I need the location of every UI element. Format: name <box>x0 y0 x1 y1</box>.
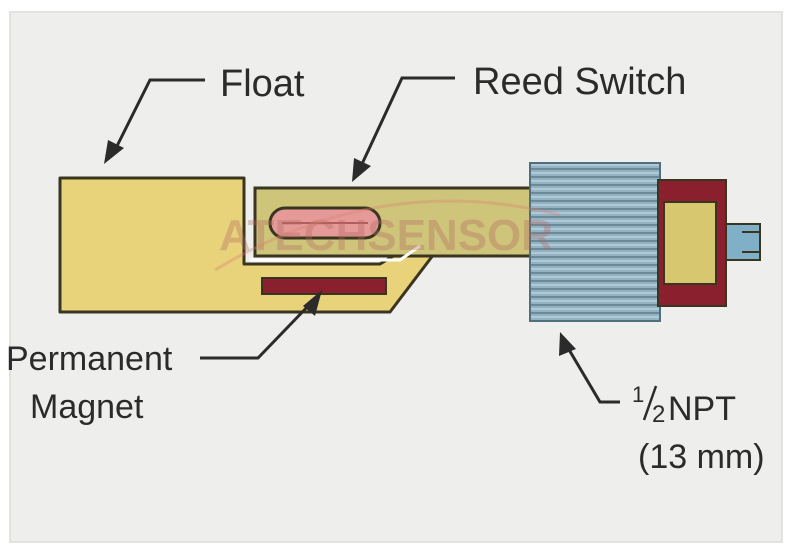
permanent-label: Permanent <box>6 340 173 378</box>
npt-leader-arrow <box>559 332 576 356</box>
magnet-label: Magnet <box>30 388 144 426</box>
watermark-text: ATECHSENSOR <box>219 211 553 260</box>
npt-text: NPT <box>668 390 736 428</box>
permanent-magnet <box>261 277 387 295</box>
groove-line <box>250 244 421 262</box>
npt-leader-line <box>566 347 620 404</box>
watermark-swoosh <box>214 199 561 272</box>
npt-size-label: 1 2 NPT <box>632 382 736 428</box>
npt-metric-label: (13 mm) <box>638 438 765 476</box>
npt-fraction-slash <box>642 385 658 421</box>
magnet-leader-line <box>200 300 314 360</box>
magnet-leader-arrow <box>303 290 322 316</box>
npt-fraction-denominator: 2 <box>652 401 665 428</box>
float-leader-arrow <box>104 140 124 164</box>
end-cap-inner <box>663 201 717 285</box>
npt-fraction-numerator: 1 <box>632 382 644 407</box>
npt-threaded-fitting <box>529 162 661 322</box>
float-leader-line <box>114 78 205 149</box>
reed-switch-leader-line <box>360 76 455 165</box>
reed-switch-leader-arrow <box>352 158 371 182</box>
wire-lead <box>725 223 761 261</box>
reed-switch-label: Reed Switch <box>473 61 686 103</box>
float-label: Float <box>220 63 305 105</box>
